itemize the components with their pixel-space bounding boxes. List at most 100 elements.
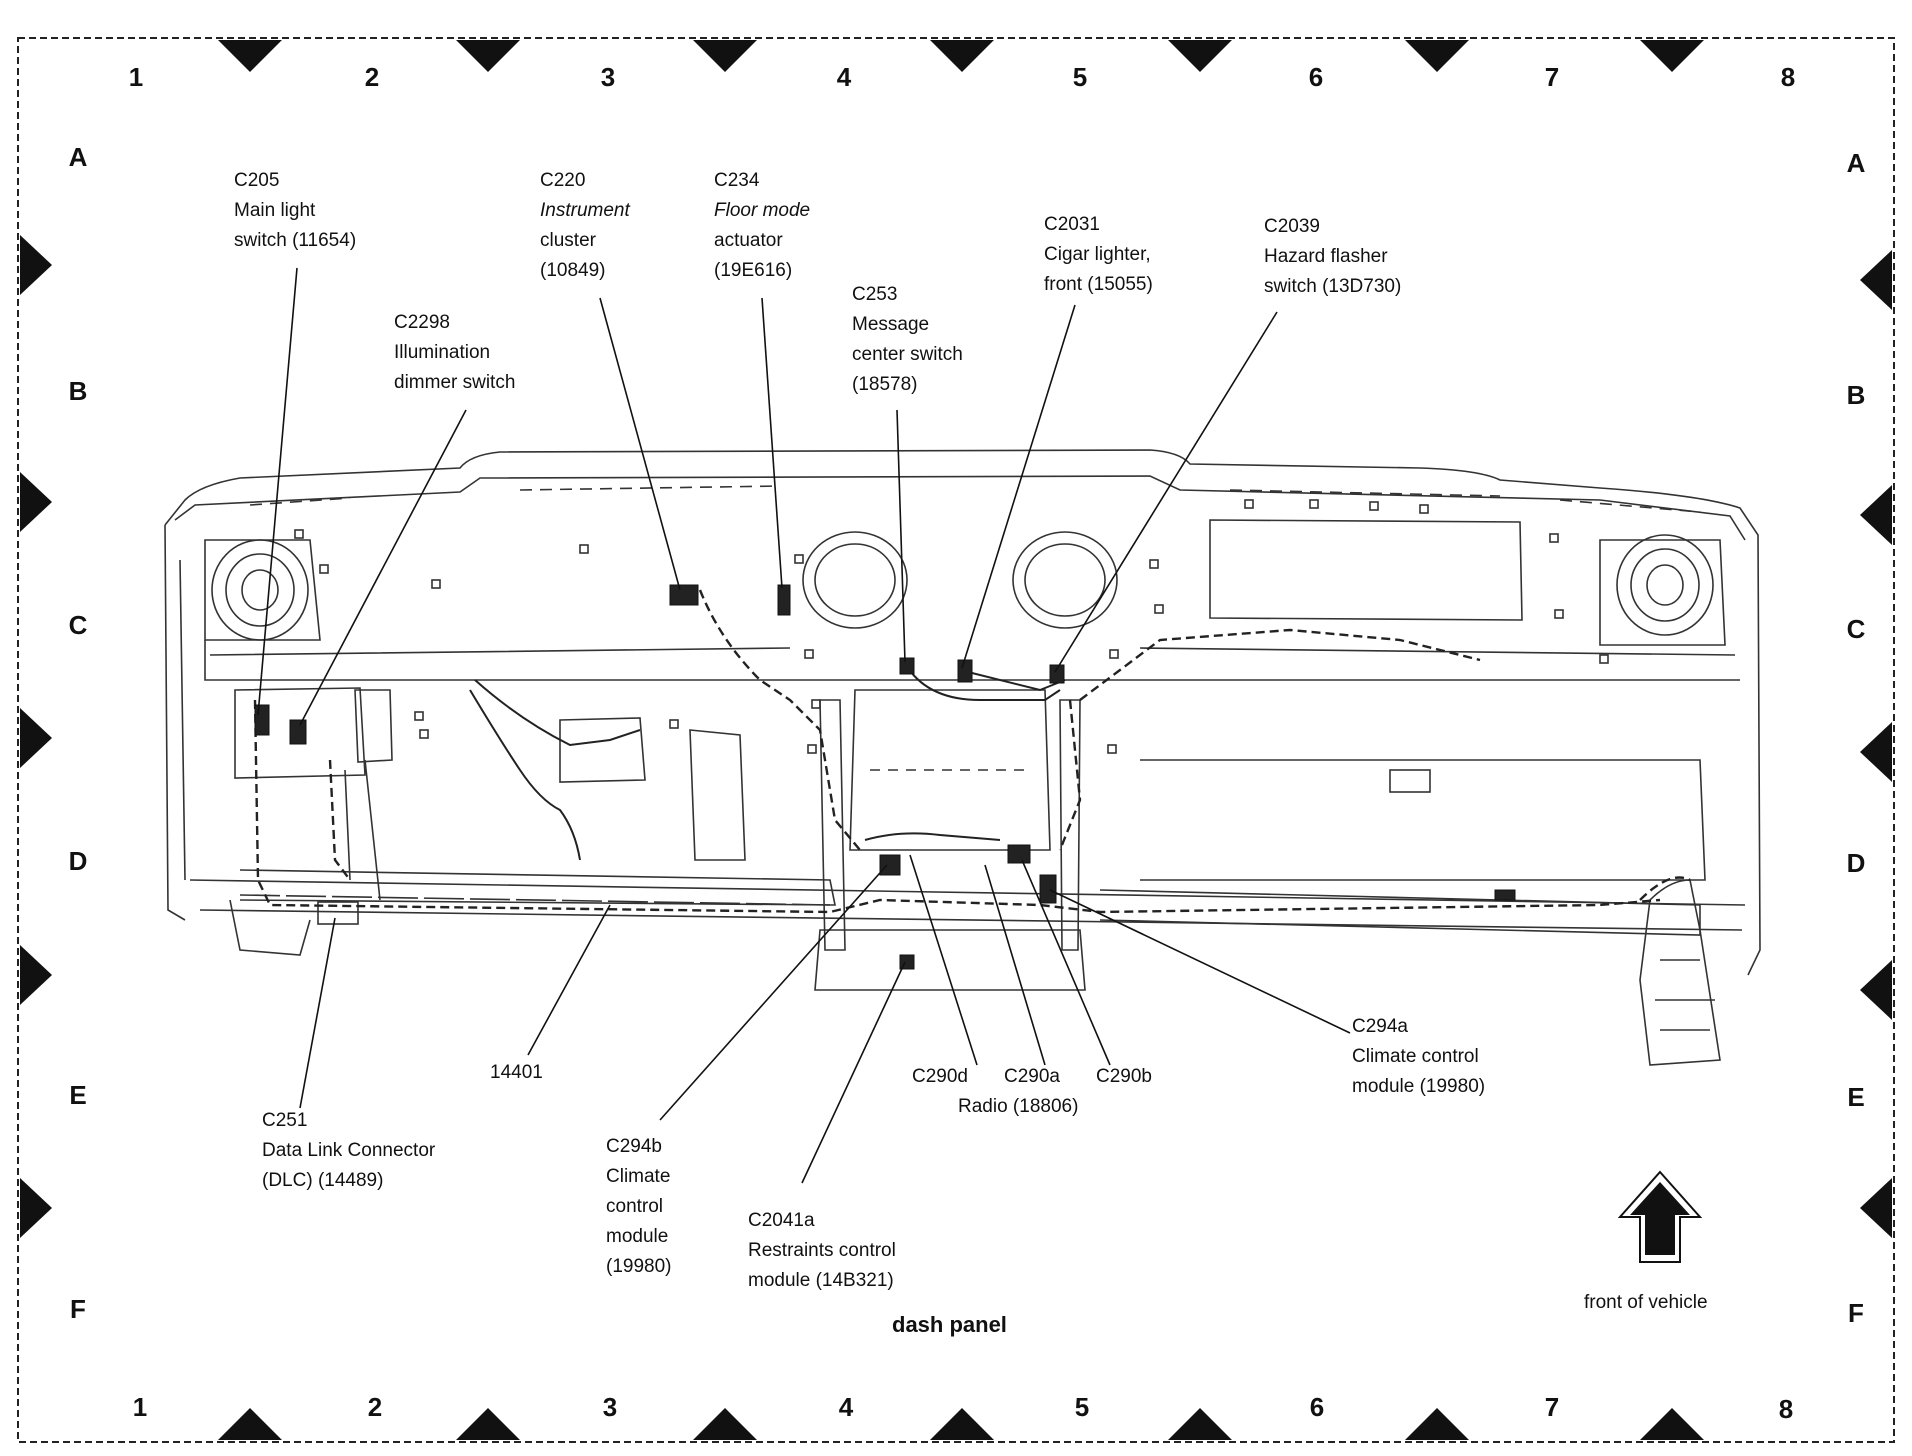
component-name: Floor mode — [714, 200, 811, 221]
grid-row-label: E — [1847, 1082, 1865, 1112]
grid-marker — [1405, 1408, 1469, 1440]
upper-right-harness — [1079, 628, 1481, 701]
grid-marker — [1405, 40, 1469, 72]
grid-row-label: C — [68, 610, 88, 640]
harness-id: 14401 — [490, 1062, 543, 1083]
grid-col-label: 4 — [836, 62, 852, 92]
cluster-side-bracket — [689, 729, 746, 861]
part-number: (18578) — [852, 374, 918, 395]
grid-markers-top — [218, 40, 1704, 72]
callout-radio: Radio (18806) — [958, 1092, 1078, 1122]
connector-c253 — [899, 657, 915, 675]
beam-segments — [239, 894, 831, 906]
leader-c290d — [909, 854, 978, 1066]
grid-col-label: 5 — [1074, 1392, 1090, 1422]
component-name: control — [606, 1196, 664, 1217]
grid-markers-right — [1860, 250, 1892, 1238]
grid-row-label: A — [1846, 148, 1866, 178]
connector-id: C2039 — [1264, 216, 1320, 237]
right-harness-ties — [1655, 959, 1715, 1031]
leader-c290a — [984, 864, 1046, 1066]
connector-c290a — [1007, 844, 1031, 864]
fasteners — [294, 499, 1609, 754]
component-name: (DLC) (14489) — [262, 1170, 384, 1191]
grid-marker — [218, 40, 282, 72]
grid-col-label: 5 — [1072, 62, 1088, 92]
callout-c2031: C2031 Cigar lighter, front (15055) — [1044, 210, 1153, 300]
left-support-lines — [344, 759, 381, 901]
component-name: Restraints control — [748, 1240, 896, 1261]
grid-marker — [456, 40, 520, 72]
right-harness-end — [1639, 876, 1691, 901]
top-vent-slats — [249, 485, 1701, 513]
connector-id: C294b — [606, 1136, 662, 1157]
grid-marker — [930, 40, 994, 72]
connector-c2031 — [957, 659, 973, 683]
component-name: switch (11654) — [234, 230, 357, 251]
grid-row-label: F — [70, 1294, 86, 1324]
component-name: Main light — [234, 200, 316, 221]
component-name: Cigar lighter, — [1044, 244, 1151, 265]
diagram-frame — [17, 37, 1895, 1443]
component-name: center switch — [852, 344, 963, 365]
leader-lines — [257, 267, 1351, 1184]
component-name: front (15055) — [1044, 274, 1153, 295]
grid-col-label: 3 — [602, 1392, 618, 1422]
component-name: Radio (18806) — [958, 1096, 1079, 1117]
lower-left-knee-bolster — [239, 869, 836, 906]
grid-marker — [1168, 40, 1232, 72]
grid-marker — [20, 708, 52, 768]
leader-c290b — [1021, 859, 1111, 1066]
component-name: cluster — [540, 230, 596, 251]
grid-marker — [456, 1408, 520, 1440]
grid-col-label: 8 — [1778, 1394, 1794, 1424]
steering-column-bracket — [559, 717, 646, 783]
air-vent-center-right — [1012, 531, 1118, 629]
component-name: switch (13D730) — [1264, 276, 1402, 297]
leader-c2298 — [299, 409, 467, 726]
cluster-wire-bundle-2 — [474, 679, 641, 747]
leader-c205 — [257, 267, 298, 716]
upper-glovebox-outline — [1209, 519, 1523, 621]
panel-shelf-line — [204, 640, 1740, 681]
grid-markers-bottom — [218, 1408, 1704, 1440]
callout-c2298: C2298 Illumination dimmer switch — [394, 308, 515, 398]
dlc-connector — [317, 901, 359, 925]
connector-id: C220 — [540, 170, 586, 191]
panel-left-outline — [164, 524, 186, 921]
radio-wire — [864, 832, 1001, 841]
grid-row-label: A — [68, 142, 88, 172]
grid-col-label: 7 — [1544, 62, 1560, 92]
grid-markers-left — [20, 235, 52, 1238]
grid-col-label: 2 — [367, 1392, 383, 1422]
component-name: Data Link Connector — [262, 1140, 436, 1161]
leader-c2031 — [961, 304, 1076, 669]
callout-c290d: C290d — [912, 1062, 968, 1092]
callout-c251: C251 Data Link Connector (DLC) (14489) — [262, 1106, 435, 1196]
connector-c290b — [1039, 874, 1057, 904]
grid-row-label: C — [1846, 614, 1866, 644]
grid-col-label: 3 — [600, 62, 616, 92]
wiring-harness — [253, 589, 1691, 914]
lower-right-beam — [1099, 889, 1701, 936]
grid-row-label: D — [1846, 848, 1866, 878]
grid-marker — [1860, 1178, 1892, 1238]
grid-row-label: E — [69, 1080, 87, 1110]
air-vent-center-left — [802, 531, 908, 629]
grid-marker — [1860, 722, 1892, 782]
connector-c2039 — [1049, 664, 1065, 684]
grid-col-label: 2 — [364, 62, 380, 92]
grid-marker — [1168, 1408, 1232, 1440]
callout-c290b: C290b — [1096, 1062, 1152, 1092]
cluster-wire-bundle — [469, 689, 581, 861]
callout-c205: C205 Main light switch (11654) — [234, 166, 356, 256]
leader-c251 — [299, 917, 336, 1109]
grid-col-label: 1 — [132, 1392, 148, 1422]
connector-c294b — [879, 854, 901, 876]
grid-marker — [930, 1408, 994, 1440]
right-harness-drop — [1639, 879, 1721, 1066]
connector-c2298 — [289, 719, 307, 745]
connector-id: C253 — [852, 284, 898, 305]
